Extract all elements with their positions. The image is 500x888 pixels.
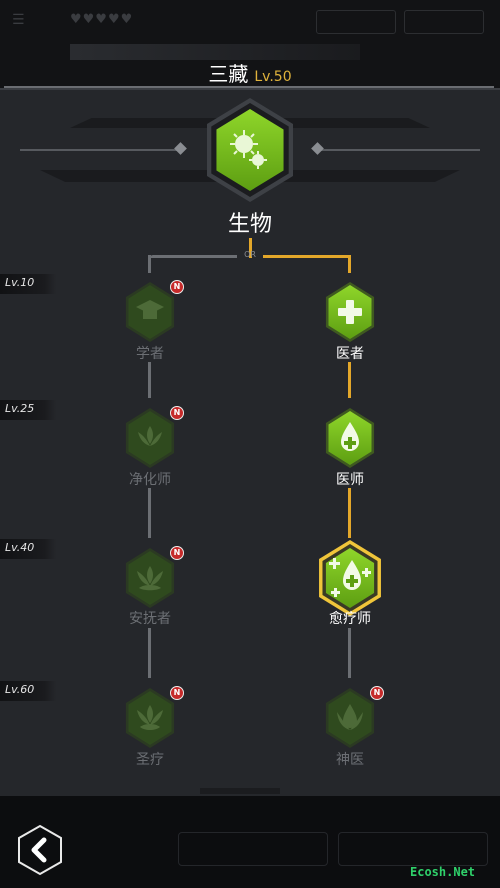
drop-plus-icon [341, 422, 359, 451]
level-label-60: Lv.60 [0, 681, 56, 701]
left-connector-3 [148, 628, 151, 678]
lotus-leaves-icon [137, 566, 163, 591]
hearts-icon: ♥♥♥♥♥ [70, 12, 134, 27]
character-name: 三藏 [208, 62, 249, 86]
right-connector-1 [348, 362, 351, 398]
right-node-4[interactable]: N [322, 686, 384, 748]
title-divider [4, 86, 494, 88]
fork-right-horizontal [263, 255, 351, 258]
right-node-1-label: 医者 [336, 346, 364, 362]
root-connector [249, 238, 252, 258]
left-connector-2 [148, 488, 151, 538]
background-xp-bar [70, 44, 360, 60]
back-button[interactable] [14, 824, 66, 876]
left-node-1-label: 学者 [136, 346, 164, 362]
fork-left-down [148, 255, 151, 273]
left-node-4[interactable]: N [122, 686, 184, 748]
virus-icon [230, 130, 267, 169]
left-node-1[interactable]: N [122, 280, 184, 342]
background-top-bar: ☰ ♥♥♥♥♥ [0, 0, 500, 88]
or-label: OR [244, 250, 256, 259]
plus-icon [338, 300, 362, 324]
right-connector-2 [348, 488, 351, 538]
flower-drop-icon [337, 704, 363, 730]
banner-line-right [320, 149, 480, 151]
left-node-2[interactable]: N [122, 406, 184, 468]
level-label-40: Lv.40 [0, 539, 56, 559]
lotus-icon [138, 426, 162, 446]
bottom-button-left [178, 832, 328, 866]
new-badge: N [370, 686, 384, 700]
fork-left-horizontal [150, 255, 237, 258]
new-badge: N [170, 280, 184, 294]
bottom-button-right [338, 832, 488, 866]
drops-plus-icon [329, 558, 371, 597]
left-node-4-label: 圣疗 [136, 752, 164, 768]
new-badge: N [170, 686, 184, 700]
root-class-name: 生物 [227, 212, 272, 237]
level-label-10: Lv.10 [0, 274, 56, 294]
character-title: 三藏 Lv.50 [0, 58, 500, 87]
new-badge: N [170, 546, 184, 560]
right-node-3-label: 愈疗师 [329, 611, 371, 627]
fork-right-down [348, 255, 351, 273]
banner-diamond-left [174, 142, 187, 155]
new-badge: N [170, 406, 184, 420]
chevron-left-icon [18, 824, 62, 876]
top-pill-left [316, 10, 396, 34]
right-node-4-label: 神医 [336, 752, 364, 768]
left-node-3-label: 安抚者 [129, 611, 171, 627]
right-node-2-label: 医师 [336, 472, 364, 488]
left-connector-1 [148, 362, 151, 398]
sacred-lotus-icon [137, 705, 163, 730]
banner-diamond-right [311, 142, 324, 155]
left-node-3[interactable]: N [122, 546, 184, 608]
class-tree-panel: Lv.10 Lv.25 Lv.40 Lv.60 OR [0, 88, 500, 796]
root-class-node[interactable] [200, 98, 300, 202]
left-node-2-label: 净化师 [129, 472, 171, 488]
watermark: Ecosh.Net [410, 865, 476, 879]
panel-bottom-notch [200, 788, 280, 794]
level-label-25: Lv.25 [0, 400, 56, 420]
graduation-cap-icon [136, 300, 164, 319]
top-pill-right [404, 10, 484, 34]
banner-line-left [20, 149, 180, 151]
character-level: Lv.50 [254, 69, 292, 85]
right-node-2[interactable] [322, 408, 378, 468]
right-connector-3 [348, 628, 351, 678]
right-node-1[interactable] [322, 282, 378, 342]
right-node-3-selected[interactable] [314, 540, 386, 616]
menu-icon: ☰ [12, 12, 25, 28]
